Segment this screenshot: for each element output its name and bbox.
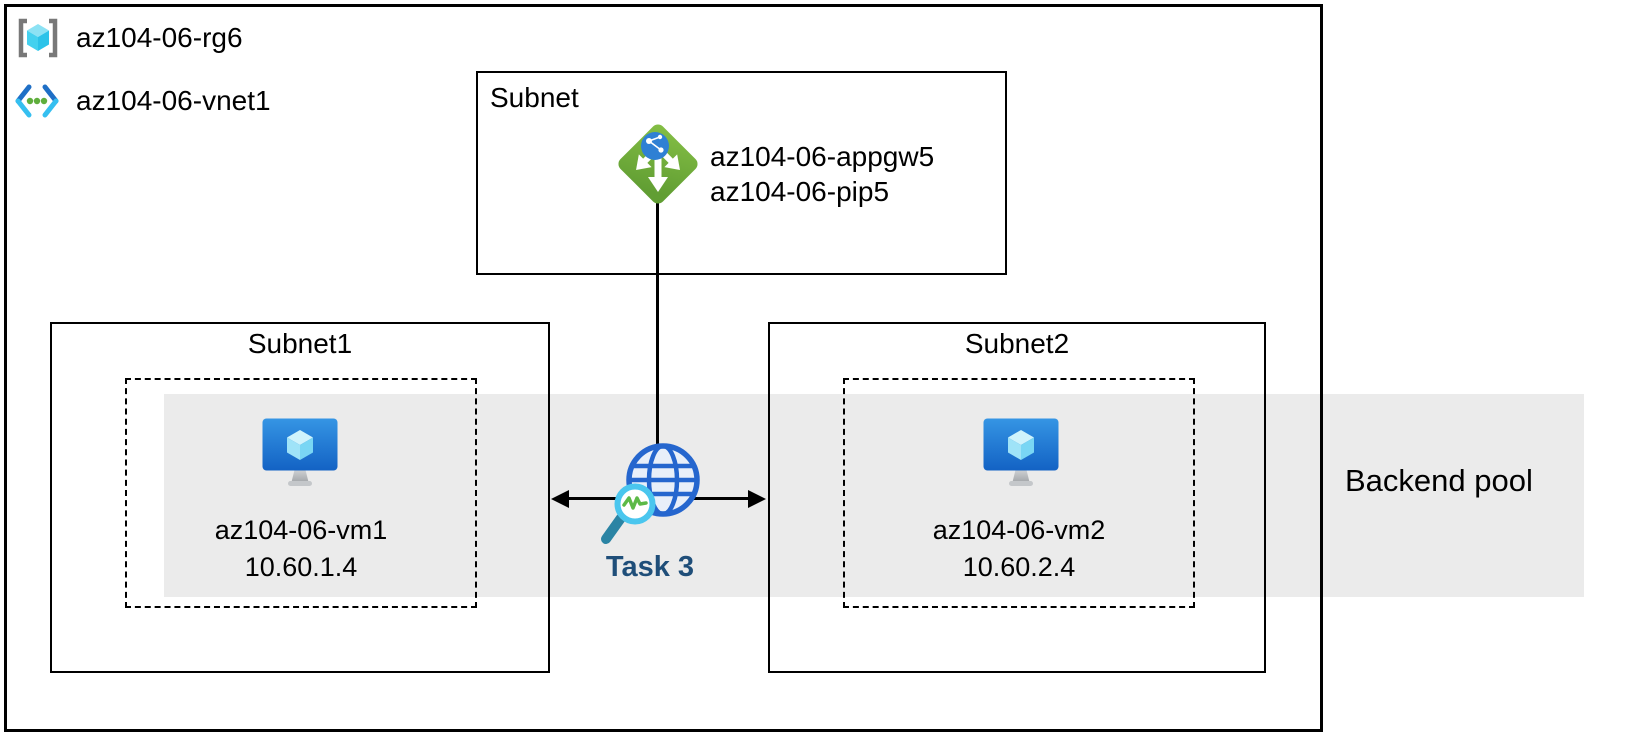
gateway-to-probe-connector (656, 202, 659, 480)
application-gateway-name: az104-06-appgw5 (710, 141, 935, 172)
subnet2-title: Subnet2 (964, 328, 1070, 359)
vm2-name: az104-06-vm2 (932, 515, 1106, 545)
resource-group-boundary (4, 4, 1323, 732)
vm1-labels: az104-06-vm1 10.60.1.4 (125, 512, 477, 586)
backend-pool-label: Backend pool (1345, 463, 1533, 498)
vm1-ip: 10.60.1.4 (244, 552, 358, 582)
health-probe-globe-icon (601, 443, 700, 544)
gateway-subnet-title: Subnet (490, 82, 579, 113)
application-gateway-icon (618, 124, 698, 204)
backend-pool-band (164, 394, 1584, 597)
gateway-subnet-box (476, 71, 1007, 275)
virtual-machine-icon (983, 418, 1059, 486)
resource-group-legend: az104-06-rg6 (16, 18, 243, 58)
vm2-ip: 10.60.2.4 (962, 552, 1076, 582)
vm1-name: az104-06-vm1 (214, 515, 388, 545)
resource-group-icon (18, 18, 58, 58)
arrowhead-left-icon (551, 490, 569, 508)
application-gateway-labels: az104-06-appgw5 az104-06-pip5 (710, 139, 934, 209)
subnet2-box (768, 322, 1266, 673)
subnet1-title: Subnet1 (247, 328, 353, 359)
resource-group-name: az104-06-rg6 (76, 22, 243, 53)
subnet2-vm-dashed-box (843, 378, 1195, 608)
virtual-network-name: az104-06-vnet1 (76, 85, 271, 116)
virtual-machine-icon (262, 418, 338, 486)
vm2-labels: az104-06-vm2 10.60.2.4 (843, 512, 1195, 586)
public-ip-name: az104-06-pip5 (710, 176, 890, 207)
arrowhead-right-icon (748, 490, 766, 508)
task-label: Task 3 (605, 551, 695, 583)
subnet1-box (50, 322, 550, 673)
subnet1-vm-dashed-box (125, 378, 477, 608)
virtual-network-legend: az104-06-vnet1 (14, 84, 271, 118)
virtual-network-icon (15, 84, 59, 118)
